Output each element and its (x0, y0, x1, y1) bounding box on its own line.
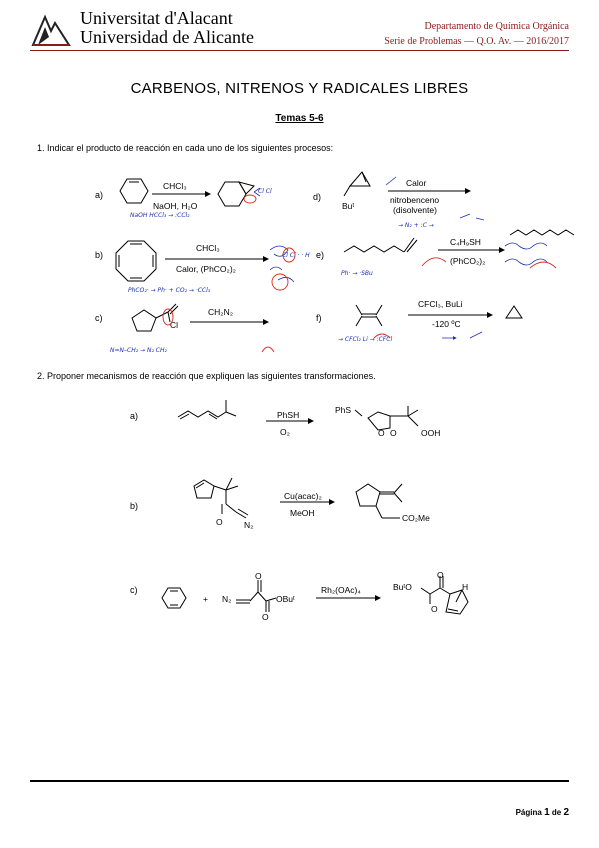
q1f-reagent-top: CFCl₃, BuLi (418, 299, 463, 309)
q1c-substituent: Cl (170, 320, 179, 330)
q1e-reagent-bottom: (PhCO₂)₂ (450, 256, 486, 266)
q1a-cyclohexene (119, 178, 149, 204)
q1c-reagent-top: CH₂N₂ (208, 307, 234, 317)
q2b-substrate-label-n2: N₂ (244, 520, 254, 530)
q1d-reagent-note: (disolvente) (393, 205, 437, 215)
q1d-reagent-bottom: nitrobenceno (390, 195, 440, 205)
q1a-label: a) (95, 190, 104, 200)
q1e-handwritten-note: Ph· → ·SBu (341, 270, 373, 277)
series-info: Serie de Problemas — Q.O. Av. — 2016/201… (384, 36, 569, 47)
q1a-handwritten-product: Cl Cl (258, 188, 272, 195)
q2b-substrate (193, 479, 215, 499)
q2a-label: a) (130, 411, 139, 421)
q2c-product-label-obu: BuᵗO (393, 582, 412, 592)
q1c-handwritten-note: N=N–CH₂ → N₂ CH₂ (110, 347, 167, 354)
footer-rule (30, 780, 569, 782)
question-2-text: 2. Proponer mecanismos de reacción que e… (37, 371, 376, 381)
university-name-valencian: Universitat d'Alacant (80, 8, 233, 28)
q1b-label: b) (95, 250, 104, 260)
q1b-reagent-top: CHCl₃ (196, 243, 220, 253)
q2a-substrate (177, 410, 227, 418)
q1d-substituent: Buᵗ (342, 201, 355, 211)
q2c-plus: + (203, 594, 208, 604)
page-indicator: Página 1 de 2 (516, 807, 569, 818)
university-logo (30, 11, 72, 47)
q1f-handwritten-note: → CFCl₂ Li → :CFCl (338, 336, 393, 343)
q1d-label: d) (313, 192, 322, 202)
page-subtitle: Temas 5-6 (275, 113, 324, 124)
q1b-cyclooctatetraene (115, 240, 157, 282)
q2a-reagent-bottom: O₂ (280, 427, 290, 437)
page-prefix: Página (515, 808, 542, 817)
q2b-label: b) (130, 501, 139, 511)
q2b-product-label: CO₂Me (402, 513, 430, 523)
q1a-reagent-top: CHCl₃ (163, 181, 187, 191)
q2c-product-label-h: H (462, 582, 469, 592)
header-rule (30, 50, 569, 51)
page-title: CARBENOS, NITRENOS Y RADICALES LIBRES (130, 80, 469, 97)
q1b-reagent-bottom: Calor, (PhCO₂)₂ (176, 264, 236, 274)
q2c-product-label-o1: O (437, 570, 444, 580)
page-of: de (551, 808, 562, 817)
page-total: 2 (563, 807, 569, 818)
university-name-spanish: Universidad de Alicante (80, 27, 254, 47)
q1d-reagent-top: Calor (406, 178, 427, 188)
q1c-label: c) (95, 313, 103, 323)
page-number: 1 (544, 807, 550, 818)
q1b-handwritten-right: Cl Cl · · H (282, 252, 310, 259)
q2b-reagent-top: Cu(acac)₂ (284, 491, 322, 501)
q2c-product-label-o2: O (431, 604, 438, 614)
q2a-product-label-o2: O (390, 428, 397, 438)
q2c-substrate-label-o1: O (255, 571, 262, 581)
q1a-reagent-bottom: NaOH, H₂O (153, 201, 198, 211)
question-1-text: 1. Indicar el producto de reacción en ca… (37, 143, 334, 153)
q1e-reagent-top: C₄H₉SH (450, 237, 481, 247)
q2a-reagent-top: PhSH (277, 410, 300, 420)
q2c-substrate-label-obu: OBuᵗ (276, 594, 295, 604)
q1e-label: e) (316, 250, 325, 260)
q1c-furan (131, 309, 157, 332)
q2c-substrate-label-o2: O (262, 612, 269, 622)
q2a-product-label-phs: PhS (335, 405, 352, 415)
q2a-product-label-o1: O (378, 428, 385, 438)
q2a-product-label-ooh: OOH (421, 428, 441, 438)
department-name: Departamento de Química Orgánica (424, 21, 569, 32)
q2b-reagent-bottom: MeOH (290, 508, 315, 518)
q1d-handwritten-note: → N₂ + :C → (398, 222, 434, 229)
logo-mark-icon (30, 11, 72, 47)
q1b-handwritten-note: PhCO₂· → Ph· + CO₂ → ·CCl₃ (128, 287, 211, 294)
q2c-substrate-label-n2: N₂ (222, 594, 232, 604)
q2c-cyclohexadiene (161, 587, 187, 609)
q2c-reagent-top: Rh₂(OAc)₄ (321, 585, 361, 595)
q2c-label: c) (130, 585, 138, 595)
q1f-reagent-bottom: -120 ºC (432, 319, 461, 329)
q1f-label: f) (316, 313, 322, 323)
q2b-substrate-label-o: O (216, 517, 223, 527)
q1a-handwritten-note: NaOH HCCl₃ → :CCl₂ (130, 212, 190, 219)
